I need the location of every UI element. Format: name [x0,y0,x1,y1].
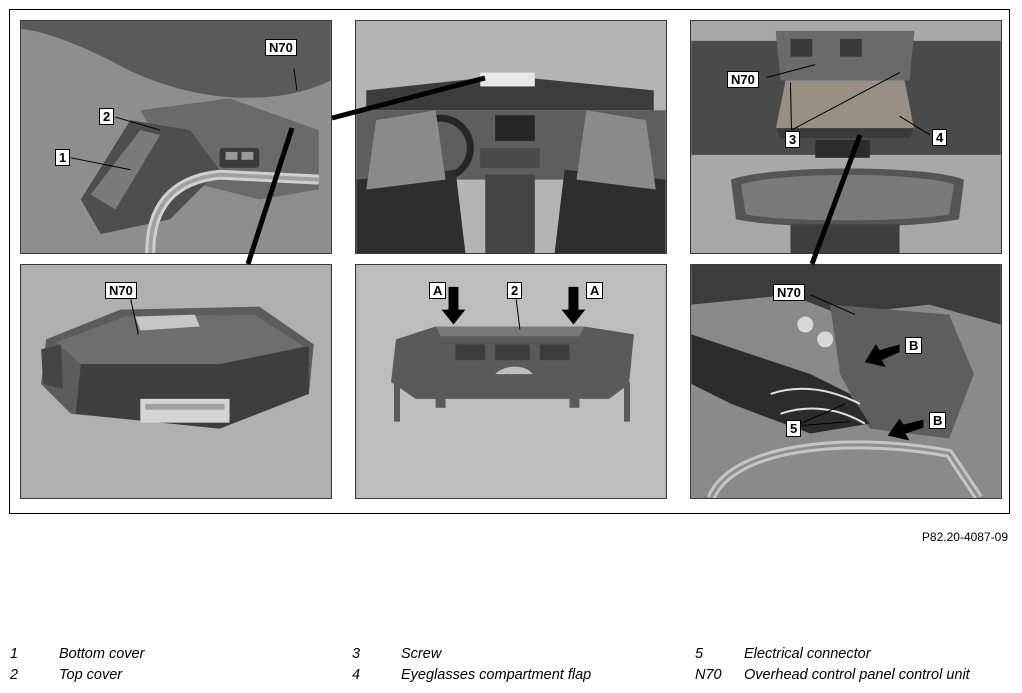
panel-vehicle-overview [355,20,667,254]
panel-top-cover: A 2 A [355,264,667,499]
legend-item: 4 Eyeglasses compartment flap [352,667,672,688]
legend-number: 4 [352,667,361,683]
legend-number: 3 [352,646,361,662]
top-cover-illustration [356,265,666,498]
legend-label: Eyeglasses compartment flap [401,667,592,683]
callout-n70: N70 [773,284,805,301]
panel-electrical-connector: N70 B 5 B [690,264,1002,499]
legend-label: Electrical connector [744,646,871,662]
legend-item: 2 Top cover [10,667,330,688]
callout-n70: N70 [727,71,759,88]
legend-label: Overhead control panel control unit [744,667,970,683]
legend-column-3: 5 Electrical connector N70 Overhead cont… [695,646,1015,688]
callout-a: A [429,282,447,299]
legend-item: 1 Bottom cover [10,646,330,667]
leader-lines [766,64,931,136]
legend-item: 3 Screw [352,646,672,667]
callout-4: 4 [932,129,948,146]
arrows [800,294,924,441]
leader-lines [129,297,139,335]
panel-overhead-closeup: N70 2 1 [20,20,332,254]
callout-n70: N70 [105,282,137,299]
legend-number: 2 [10,667,19,683]
callout-5: 5 [786,420,802,437]
callout-b: B [929,412,947,429]
callout-n70: N70 [265,39,297,56]
callout-1: 1 [55,149,71,166]
legend-item: N70 Overhead control panel control unit [695,667,1015,688]
callout-2: 2 [99,108,115,125]
control-unit-illustration [21,265,331,498]
panel-eyeglasses-compartment: N70 3 4 [690,20,1002,254]
legend-number: N70 [695,667,722,683]
legend-label: Bottom cover [59,646,145,662]
legend-number: 5 [695,646,704,662]
figure-id: P82.20-4087-09 [921,530,1008,544]
legend-number: 1 [10,646,19,662]
callout-a: A [586,282,604,299]
electrical-connector-illustration [691,265,1001,498]
callout-b: B [905,337,923,354]
panel-control-unit: N70 [20,264,332,499]
legend-column-2: 3 Screw 4 Eyeglasses compartment flap [352,646,672,688]
legend-label: Screw [401,646,442,662]
legend-column-1: 1 Bottom cover 2 Top cover [10,646,330,688]
leader-lines [70,68,298,171]
legend-label: Top cover [59,667,123,683]
legend-item: 5 Electrical connector [695,646,1015,667]
callout-3: 3 [785,131,801,148]
arrows [441,286,586,330]
vehicle-interior-illustration [356,21,666,253]
callout-2: 2 [507,282,523,299]
